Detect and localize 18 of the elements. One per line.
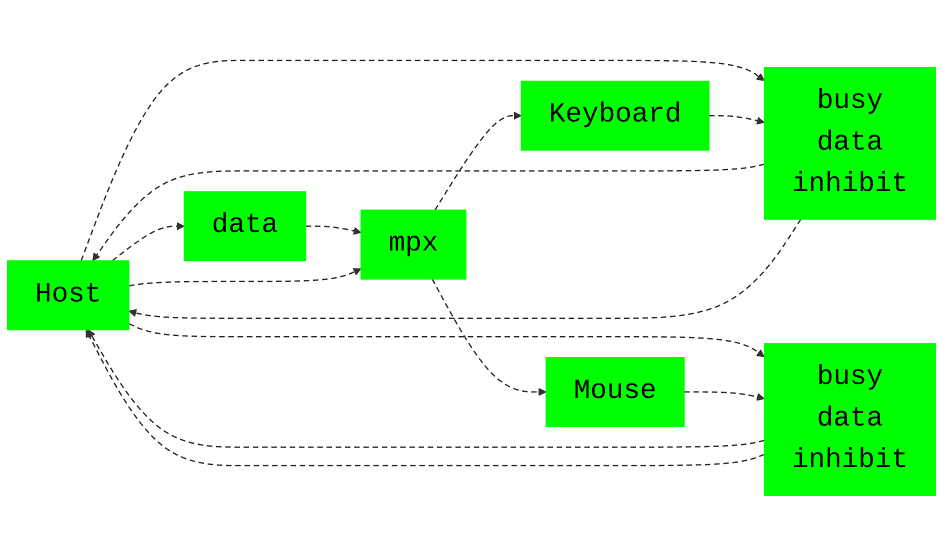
arrow [432,278,546,396]
node-box: Host [6,260,130,330]
arrow [306,226,362,235]
arrow [434,112,522,210]
arrow [128,218,802,319]
node-box: busy data inhibit [764,343,936,496]
node-box: mpx [360,210,466,280]
arrow [92,164,764,262]
arrow [128,323,765,358]
arrow [128,268,362,286]
arrow [684,391,765,401]
arrow [112,222,185,262]
arrow [709,115,765,125]
node-box: data [184,191,306,262]
node-box: Keyboard [520,80,710,151]
arrow [80,60,765,261]
node-box: busy data inhibit [764,66,936,220]
node-box: Mouse [546,356,685,427]
